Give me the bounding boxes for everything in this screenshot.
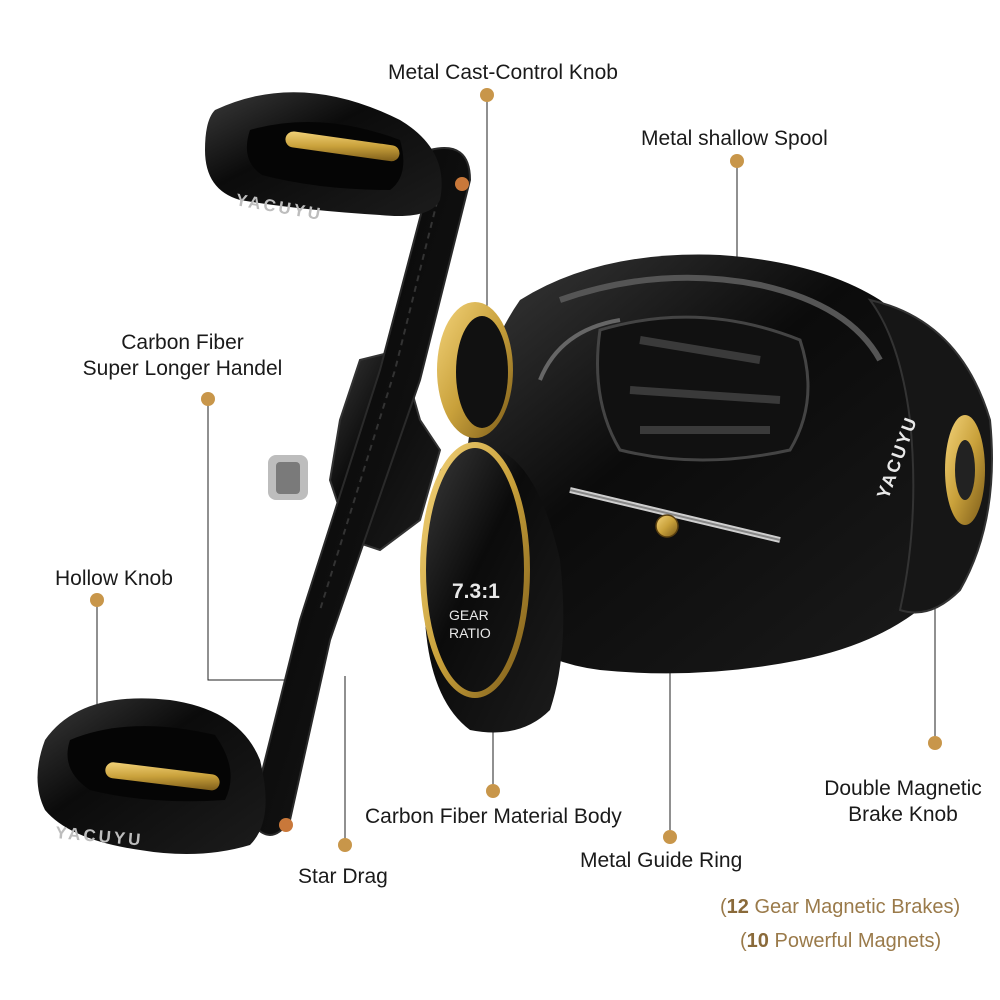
lower-hollow-knob: YACUYU <box>37 698 266 854</box>
label-handle-line2: Super Longer Handel <box>82 357 283 380</box>
label-cast-control-knob: Metal Cast-Control Knob <box>388 61 618 84</box>
label-metal-guide-ring: Metal Guide Ring <box>580 849 743 872</box>
note-magnetic-brakes: (12 Gear Magnetic Brakes) <box>720 896 960 919</box>
label-carbon-fiber-handle: Carbon Fiber Super Longer Handel <box>70 330 295 382</box>
dot-cast-control <box>480 88 494 102</box>
note-magnets-number: 10 <box>746 930 769 952</box>
reel-body <box>420 254 993 733</box>
note-powerful-magnets: (10 Powerful Magnets) <box>740 930 941 953</box>
upper-hollow-knob: YACUYU <box>205 92 442 224</box>
dot-spool <box>730 154 744 168</box>
svg-text:7.3:1: 7.3:1 <box>452 580 500 603</box>
dot-brake-knob <box>928 736 942 750</box>
dot-star-drag <box>338 838 352 852</box>
label-brake-line2: Brake Knob <box>848 803 958 826</box>
note-brakes-number: 12 <box>726 896 749 918</box>
dot-handle <box>201 392 215 406</box>
note-brakes-text: Gear Magnetic Brakes) <box>748 896 961 918</box>
label-carbon-fiber-body: Carbon Fiber Material Body <box>365 805 622 828</box>
note-magnets-open: ( <box>740 930 747 952</box>
svg-text:GEAR: GEAR <box>449 607 489 623</box>
label-brake-line1: Double Magnetic <box>824 777 982 800</box>
svg-text:RATIO: RATIO <box>449 625 491 641</box>
label-metal-spool: Metal shallow Spool <box>641 127 828 150</box>
dot-guide-ring <box>663 830 677 844</box>
note-brakes-open: ( <box>720 896 727 918</box>
cast-control-knob <box>437 302 513 438</box>
label-hollow-knob: Hollow Knob <box>55 567 173 590</box>
dot-hollow-knob <box>90 593 104 607</box>
note-magnets-text: Powerful Magnets) <box>768 930 942 952</box>
label-handle-line1: Carbon Fiber <box>121 331 244 354</box>
dot-body <box>486 784 500 798</box>
label-brake-knob: Double Magnetic Brake Knob <box>810 776 996 828</box>
label-star-drag: Star Drag <box>298 865 388 888</box>
